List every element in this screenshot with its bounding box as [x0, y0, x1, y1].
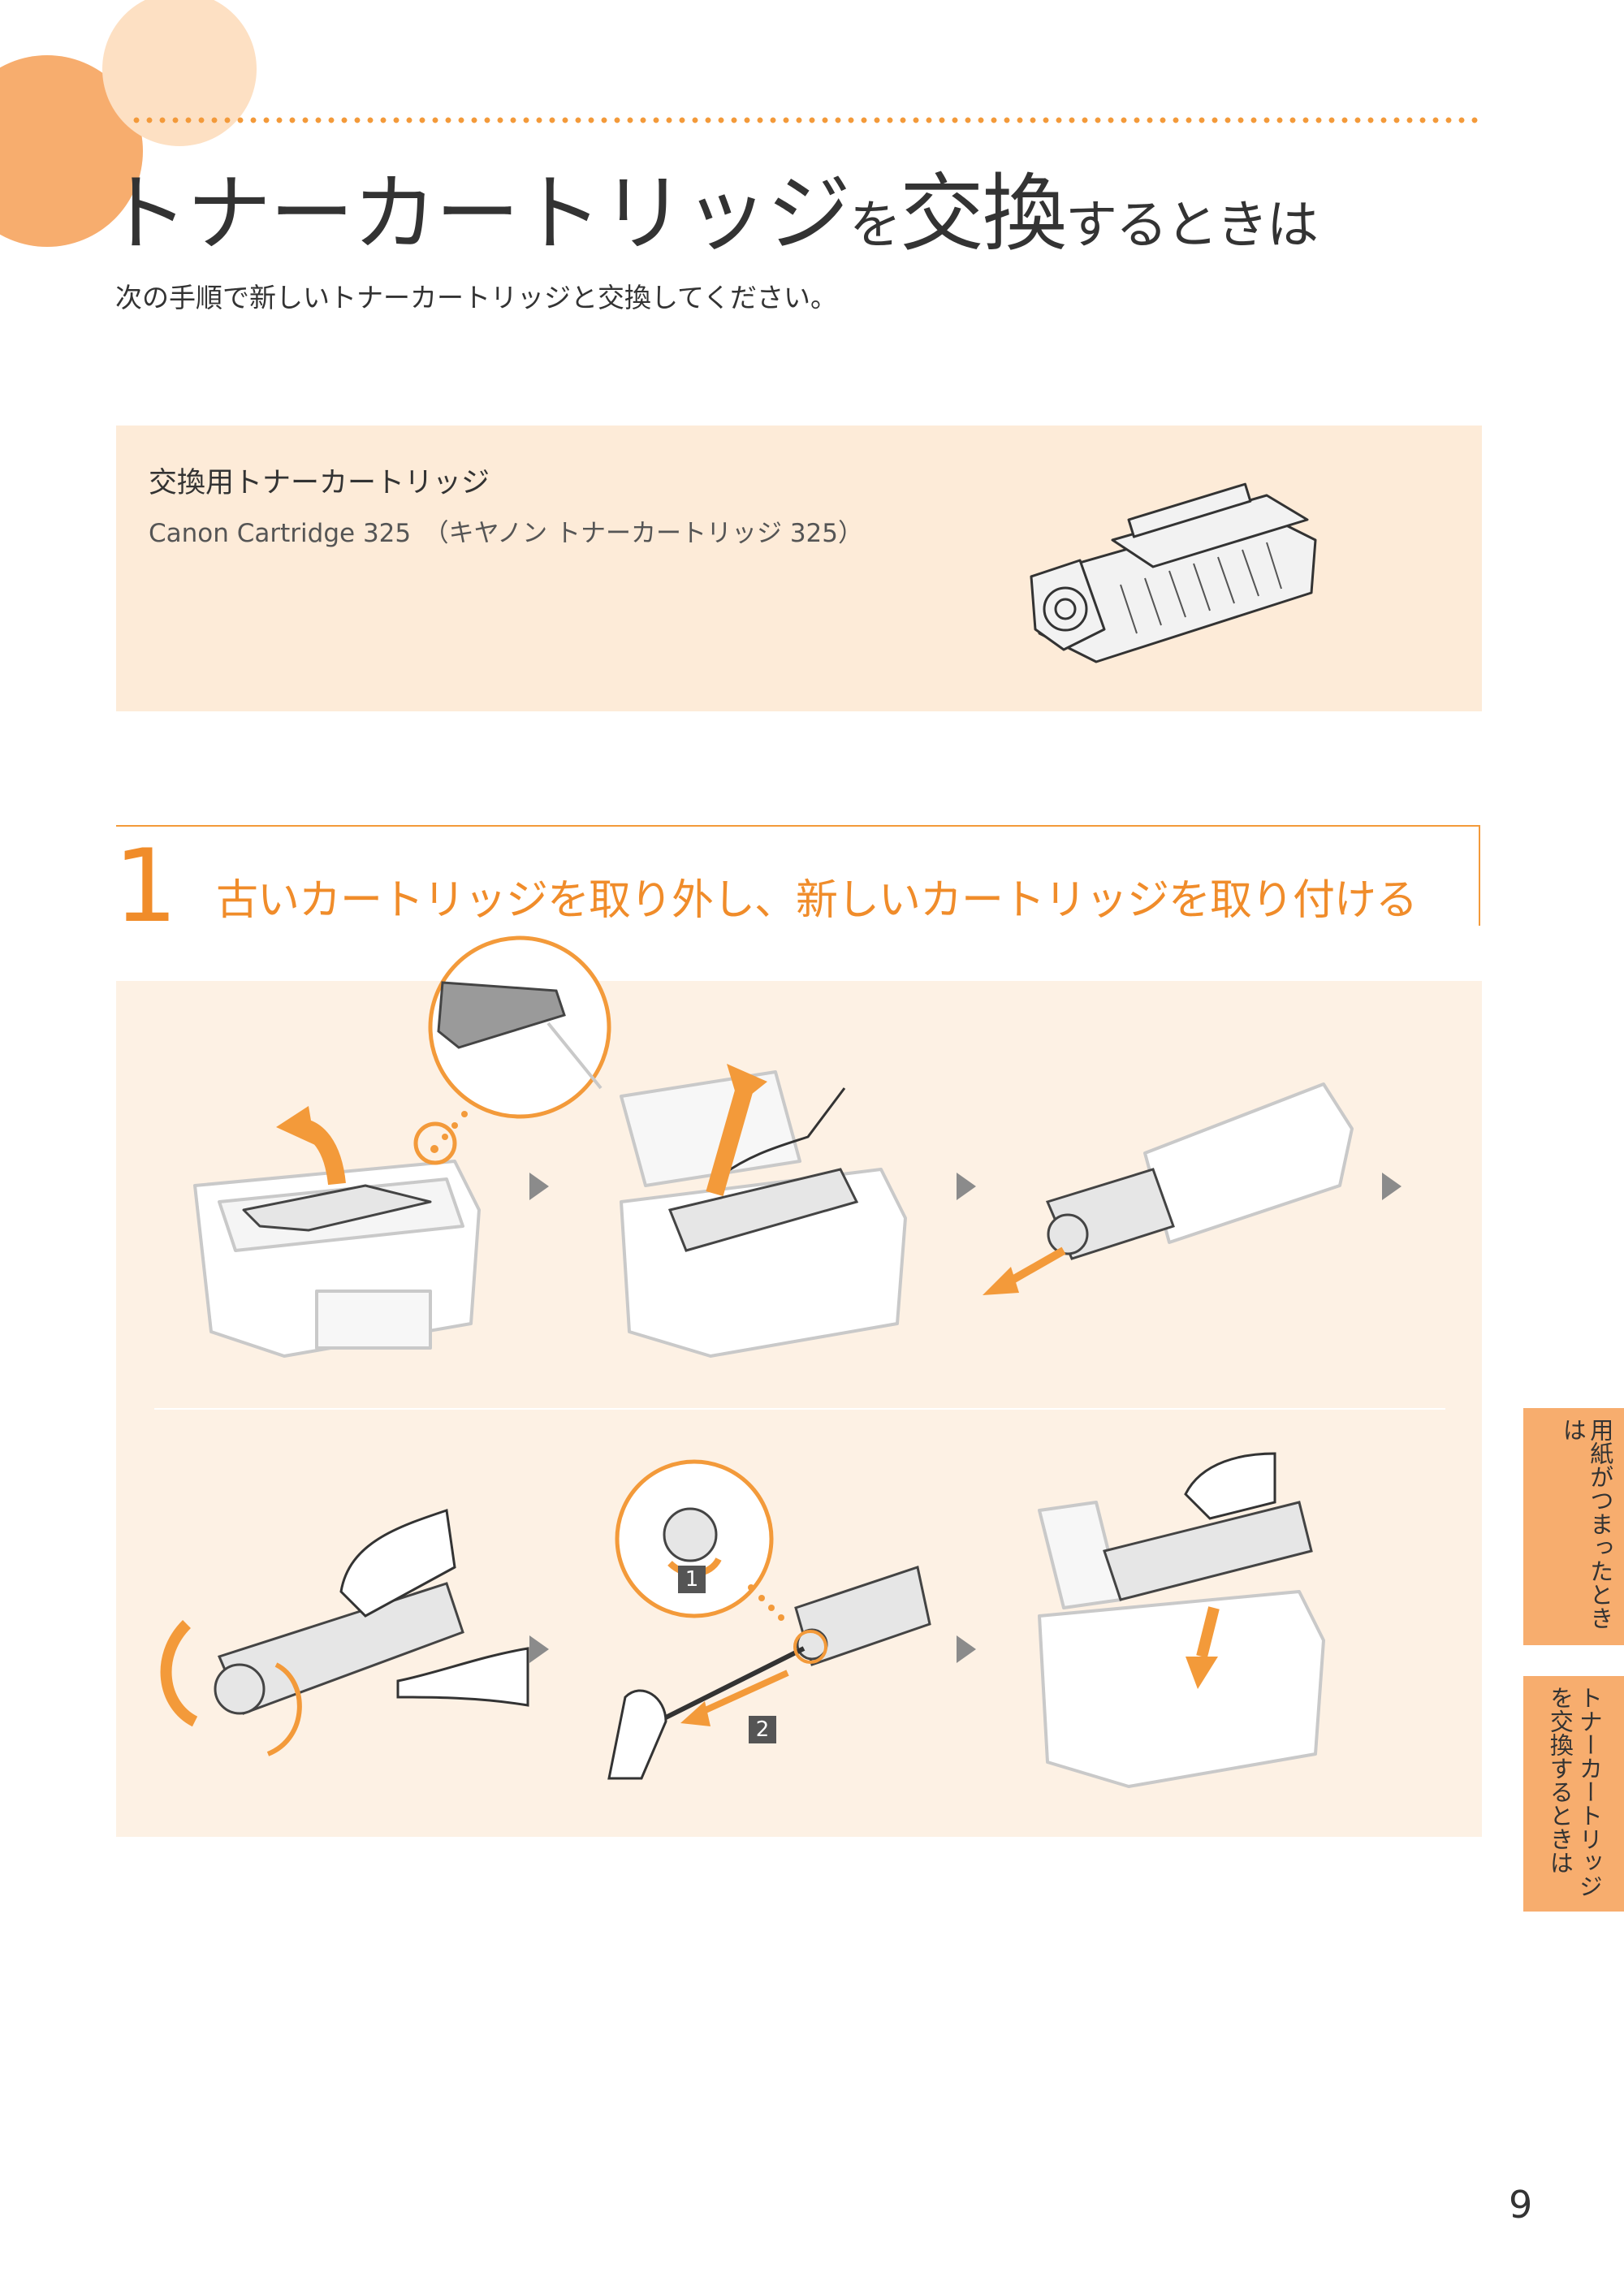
deco-circle-small [102, 0, 257, 146]
toner-cartridge-illustration [1030, 482, 1317, 663]
page-number: 9 [1509, 2183, 1533, 2227]
zoom-target-ring-2 [793, 1630, 827, 1664]
illustration-row-divider [154, 1408, 1445, 1410]
detail-zoom-circle-1 [428, 935, 611, 1119]
side-tab-toner-replace-line2: を交換するときは [1546, 1686, 1574, 1874]
page-title-main: トナーカートリッジ [104, 164, 851, 263]
next-step-arrow [529, 1635, 549, 1663]
page-title: トナーカートリッジを交換するときは [104, 145, 1319, 267]
next-step-arrow [1382, 1173, 1402, 1200]
detail-zoom-circle-2 [615, 1459, 774, 1618]
next-step-arrow [529, 1173, 549, 1200]
step-rule-top [116, 825, 1480, 827]
zoom-connector-2 [748, 1584, 784, 1621]
step-rule-right [1479, 825, 1480, 926]
pull-seal-illustration [607, 1566, 931, 1780]
cartridge-info-title: 交換用トナーカートリッジ [149, 467, 490, 499]
page-title-particle: を [849, 196, 901, 256]
page-title-suffix: するときは [1065, 196, 1319, 256]
zoom-connector-1 [430, 1111, 468, 1153]
shake-cartridge-illustration [160, 1509, 529, 1756]
side-tab-paper-jam[interactable]: 用紙がつまったときは [1523, 1408, 1624, 1645]
dotted-rule [130, 117, 1484, 123]
intro-text: 次の手順で新しいトナーカートリッジと交換してください。 [115, 282, 838, 313]
step-number: 1 [114, 828, 178, 945]
cartridge-info-model: Canon Cartridge 325 （キヤノン トナーカートリッジ 325） [149, 519, 864, 548]
remove-cartridge-illustration [620, 1064, 907, 1358]
next-step-arrow [957, 1635, 976, 1663]
page-title-mid: 交換 [900, 164, 1067, 263]
zoom-target-ring-1 [413, 1121, 457, 1165]
side-tab-paper-jam-label: 用紙がつまったときは [1559, 1418, 1614, 1630]
side-tab-toner-replace[interactable]: トナーカートリッジ を交換するときは [1523, 1676, 1624, 1912]
unpack-cartridge-illustration [983, 1082, 1354, 1295]
next-step-arrow [957, 1173, 976, 1200]
step-marker-2: 2 [749, 1716, 776, 1743]
step-marker-1: 1 [678, 1566, 706, 1593]
step-title: 古いカートリッジを取り外し、新しいカートリッジを取り付ける [216, 876, 1418, 925]
insert-cartridge-illustration [1038, 1452, 1325, 1788]
side-tab-toner-replace-line1: トナーカートリッジ [1575, 1686, 1604, 1898]
printer-open-cover-illustration [193, 1106, 481, 1358]
